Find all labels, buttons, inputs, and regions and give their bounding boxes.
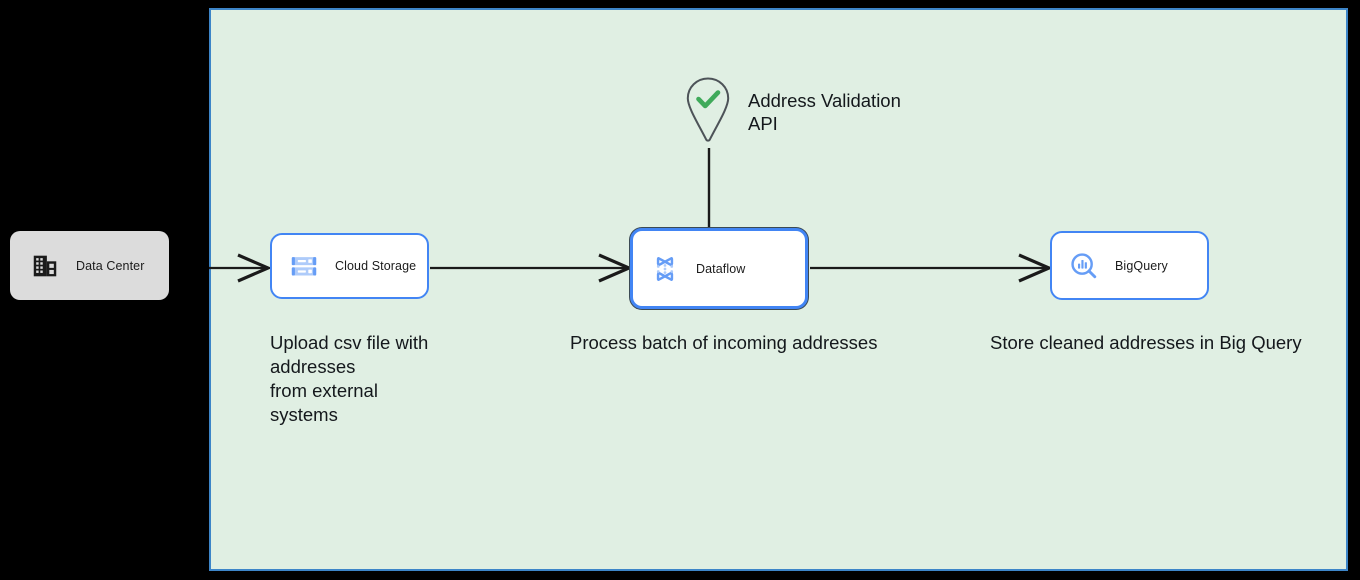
cloud-storage-icon	[289, 251, 319, 281]
node-bigquery-label: BigQuery	[1115, 258, 1168, 273]
node-data-center-label: Data Center	[76, 258, 145, 273]
caption-cloud-storage: Upload csv file with addresses from exte…	[270, 332, 429, 425]
data-center-icon	[30, 251, 60, 281]
caption-bigquery: Store cleaned addresses in Big Query	[990, 332, 1302, 353]
map-pin-check-icon	[686, 77, 730, 142]
node-dataflow[interactable]: Dataflow	[630, 228, 808, 309]
caption-dataflow: Process batch of incoming addresses	[570, 332, 878, 353]
node-address-validation-api-label: Address Validation API	[748, 90, 901, 134]
node-cloud-storage[interactable]: Cloud Storage	[270, 233, 429, 299]
bigquery-icon	[1069, 251, 1099, 281]
dataflow-icon	[650, 254, 680, 284]
node-dataflow-label: Dataflow	[696, 261, 746, 276]
node-address-validation-api[interactable]	[685, 76, 731, 144]
node-data-center[interactable]: Data Center	[10, 231, 169, 300]
node-cloud-storage-label: Cloud Storage	[335, 259, 417, 273]
node-bigquery[interactable]: BigQuery	[1050, 231, 1209, 300]
